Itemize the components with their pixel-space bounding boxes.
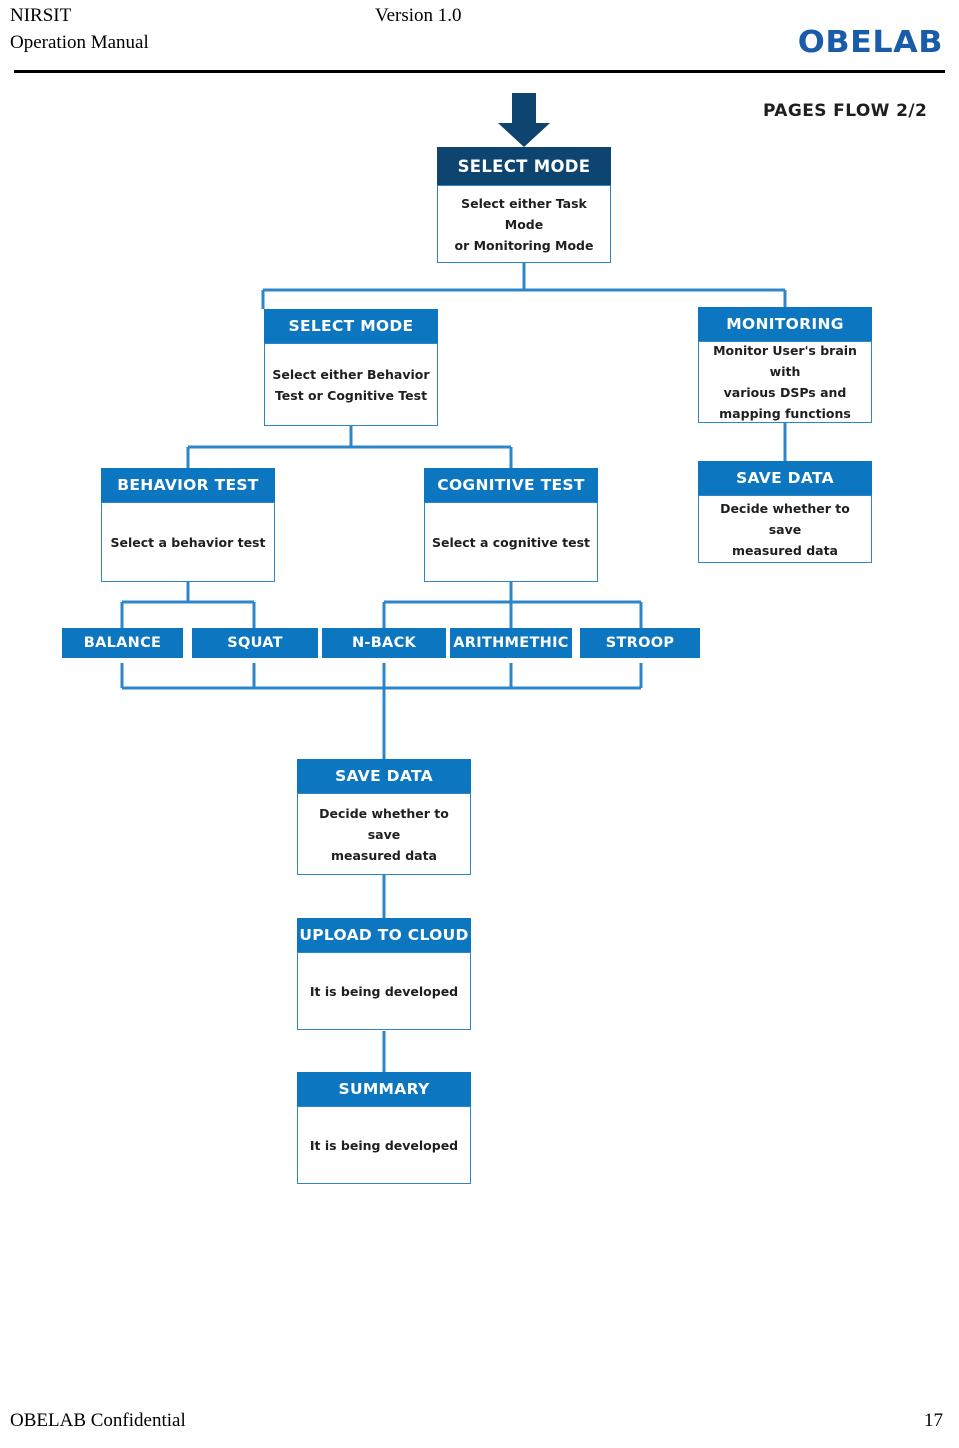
node-header-upload-to-cloud: UPLOAD TO CLOUD (297, 918, 471, 952)
document-version: Version 1.0 (375, 5, 462, 26)
node-select-mode-sub[interactable]: SELECT MODE Select either Behavior Test … (264, 309, 438, 426)
footer-page-number: 17 (924, 1410, 943, 1431)
footer-confidential-text: OBELAB Confidential (10, 1410, 186, 1431)
node-header-test-arithmethic: ARITHMETHIC (450, 628, 572, 658)
node-select-mode-root[interactable]: SELECT MODE Select either Task Mode or M… (437, 147, 611, 263)
node-body-cognitive-test: Select a cognitive test (424, 502, 598, 582)
node-header-select-mode-sub: SELECT MODE (264, 309, 438, 343)
node-header-behavior-test: BEHAVIOR TEST (101, 468, 275, 502)
node-monitoring[interactable]: MONITORING Monitor User's brain with var… (698, 307, 872, 423)
node-save-data[interactable]: SAVE DATA Decide whether to save measure… (297, 759, 471, 875)
node-test-squat[interactable]: SQUAT (192, 628, 318, 658)
node-test-n-back[interactable]: N-BACK (322, 628, 446, 658)
node-monitoring-save-data[interactable]: SAVE DATA Decide whether to save measure… (698, 461, 872, 563)
node-header-cognitive-test: COGNITIVE TEST (424, 468, 598, 502)
node-cognitive-test[interactable]: COGNITIVE TEST Select a cognitive test (424, 468, 598, 582)
node-body-select-mode-root: Select either Task Mode or Monitoring Mo… (437, 185, 611, 263)
node-header-monitoring: MONITORING (698, 307, 872, 341)
node-body-upload-to-cloud: It is being developed (297, 952, 471, 1030)
header-divider (14, 70, 945, 73)
node-header-test-stroop: STROOP (580, 628, 700, 658)
node-header-save-data: SAVE DATA (297, 759, 471, 793)
obelab-logo: OBELAB (797, 25, 943, 60)
page-footer: OBELAB Confidential 17 (0, 1388, 959, 1448)
node-upload-to-cloud[interactable]: UPLOAD TO CLOUD It is being developed (297, 918, 471, 1030)
node-body-save-data: Decide whether to save measured data (297, 793, 471, 875)
node-header-summary: SUMMARY (297, 1072, 471, 1106)
page-header: NIRSIT Operation Manual Version 1.0 OBEL… (0, 0, 959, 78)
node-body-summary: It is being developed (297, 1106, 471, 1184)
node-test-stroop[interactable]: STROOP (580, 628, 700, 658)
flow-connectors (120, 93, 787, 1072)
node-test-balance[interactable]: BALANCE (62, 628, 183, 658)
node-header-test-n-back: N-BACK (322, 628, 446, 658)
node-body-behavior-test: Select a behavior test (101, 502, 275, 582)
node-body-monitoring-save-data: Decide whether to save measured data (698, 495, 872, 563)
node-header-test-squat: SQUAT (192, 628, 318, 658)
node-header-test-balance: BALANCE (62, 628, 183, 658)
pages-flow-diagram: PAGES FLOW 2/2 SELECT MODE Select either… (0, 85, 959, 1205)
node-behavior-test[interactable]: BEHAVIOR TEST Select a behavior test (101, 468, 275, 582)
diagram-title: PAGES FLOW 2/2 (763, 101, 928, 121)
node-body-select-mode-sub: Select either Behavior Test or Cognitive… (264, 343, 438, 426)
entry-arrow-icon (498, 93, 550, 147)
node-body-monitoring: Monitor User's brain with various DSPs a… (698, 341, 872, 423)
node-test-arithmethic[interactable]: ARITHMETHIC (450, 628, 572, 658)
node-header-monitoring-save-data: SAVE DATA (698, 461, 872, 495)
node-header-select-mode-root: SELECT MODE (437, 147, 611, 185)
document-title: NIRSIT Operation Manual (10, 5, 149, 53)
node-summary[interactable]: SUMMARY It is being developed (297, 1072, 471, 1184)
